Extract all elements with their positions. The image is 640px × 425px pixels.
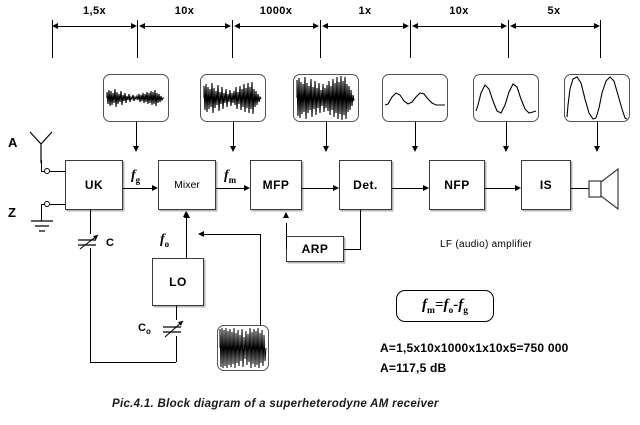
osc-feedback-arrow <box>198 230 204 237</box>
total-gain-linear: A=1,5x10x1000x1x10x5=750 000 <box>380 341 569 355</box>
tuning-bus-wire <box>90 362 176 363</box>
frequency-formula: fm=fo-fg <box>422 296 468 316</box>
gain-segment-arrow <box>412 22 507 30</box>
gain-segment-label-1: 1,5x <box>82 5 106 17</box>
gain-segment-label-5: 10x <box>449 5 469 17</box>
antenna-to-uk-wire <box>41 171 65 172</box>
block-uk[interactable]: UK <box>65 160 123 210</box>
scope-drop-line <box>233 122 234 148</box>
variable-capacitor-co-icon <box>160 318 188 340</box>
ground-label: Z <box>8 205 16 220</box>
det-to-arp-wire <box>360 210 361 249</box>
gain-segment-arrow <box>322 22 409 30</box>
nfp-to-is-wire <box>485 188 516 189</box>
gain-segment-label-3: 1000x <box>259 5 293 17</box>
scale-tick <box>600 20 601 58</box>
block-mfp[interactable]: MFP <box>250 160 302 210</box>
figure-caption: Pic.4.1. Block diagram of a superheterod… <box>112 398 439 410</box>
scope-drop-arrow <box>411 146 418 152</box>
scale-tick <box>410 20 411 58</box>
block-is[interactable]: IS <box>521 160 571 210</box>
waveform-thumbnail-oscillator <box>217 325 269 371</box>
uk-tuning-wire-vertical <box>90 210 91 234</box>
gain-scale: 1,5x 10x 1000x 1x 10x 5x <box>0 0 640 62</box>
capacitor-c-label: C <box>106 237 114 249</box>
scope-drop-line <box>326 122 327 148</box>
antenna-terminal <box>44 168 50 174</box>
frequency-formula-box: fm=fo-fg <box>396 290 494 322</box>
waveform-thumbnail-2 <box>200 74 266 122</box>
scope-drop-line <box>136 122 137 148</box>
det-to-nfp-wire <box>392 188 424 189</box>
gain-segment-arrow <box>234 22 319 30</box>
osc-feedback-down-wire <box>260 234 261 326</box>
scale-tick <box>508 20 509 58</box>
ground-terminal <box>44 201 50 207</box>
co-to-bus-wire <box>176 336 177 362</box>
waveform-thumbnail-4 <box>382 74 448 122</box>
ground-down-wire <box>41 204 42 221</box>
gain-segment-arrow <box>510 22 600 30</box>
total-gain-db: A=117,5 dB <box>380 361 447 375</box>
waveform-thumbnail-3 <box>293 74 359 122</box>
waveform-thumbnail-5 <box>473 74 539 122</box>
scale-tick <box>52 20 53 58</box>
gain-segment-label-6: 5x <box>547 5 561 17</box>
waveform-thumbnail-1 <box>103 74 169 122</box>
scope-drop-arrow <box>229 146 236 152</box>
earth-ground-icon <box>28 219 56 235</box>
arp-to-mfp-arrow <box>282 212 289 218</box>
scope-drop-arrow <box>132 146 139 152</box>
block-arp[interactable]: ARP <box>286 236 344 262</box>
mixer-to-mfp-wire <box>216 188 245 189</box>
mfp-to-det-arrow <box>333 184 339 191</box>
scope-drop-line <box>415 122 416 148</box>
uk-to-mixer-wire <box>123 188 153 189</box>
ground-to-uk-wire <box>41 204 65 205</box>
lf-amplifier-annotation: LF (audio) amplifier <box>440 239 533 250</box>
signal-label-fg: fg <box>131 168 141 185</box>
scale-tick <box>137 20 138 58</box>
gain-segment-label-4: 1x <box>358 5 372 17</box>
block-lo[interactable]: LO <box>152 258 204 306</box>
antenna-icon <box>25 130 59 164</box>
speaker-icon <box>588 167 630 211</box>
is-to-speaker-wire <box>571 188 590 189</box>
uk-to-mixer-arrow <box>152 184 158 191</box>
scope-drop-arrow <box>593 146 600 152</box>
antenna-label: A <box>8 135 18 150</box>
block-det[interactable]: Det. <box>339 160 392 210</box>
mfp-to-det-wire <box>302 188 334 189</box>
scale-tick <box>232 20 233 58</box>
gain-segment-label-2: 10x <box>174 5 195 17</box>
gain-segment-arrow <box>139 22 231 30</box>
scale-tick <box>320 20 321 58</box>
signal-label-fm: fm <box>224 168 237 185</box>
lo-to-mixer-wire <box>186 217 187 258</box>
c-to-bus-wire <box>90 248 91 362</box>
lo-tuning-wire <box>176 306 177 320</box>
block-nfp[interactable]: NFP <box>429 160 485 210</box>
block-mixer[interactable]: Mixer <box>158 160 216 210</box>
arp-to-mfp-wire <box>286 223 287 249</box>
arp-to-mixer-arrow <box>183 212 190 218</box>
scope-drop-line <box>597 122 598 148</box>
scope-drop-line <box>506 122 507 148</box>
antenna-down-wire <box>41 160 42 171</box>
osc-feedback-wire <box>204 234 260 235</box>
scope-drop-arrow <box>502 146 509 152</box>
gain-segment-arrow <box>52 22 137 30</box>
signal-label-fo: fo <box>160 232 170 249</box>
nfp-to-is-arrow <box>515 184 521 191</box>
scope-drop-arrow <box>322 146 329 152</box>
variable-capacitor-c-icon <box>76 232 104 252</box>
waveform-thumbnail-6 <box>564 74 630 122</box>
det-to-nfp-arrow <box>423 184 429 191</box>
det-to-arp-wire-h <box>344 249 361 250</box>
capacitor-co-label: Co <box>138 322 151 337</box>
mixer-to-mfp-arrow <box>244 184 250 191</box>
